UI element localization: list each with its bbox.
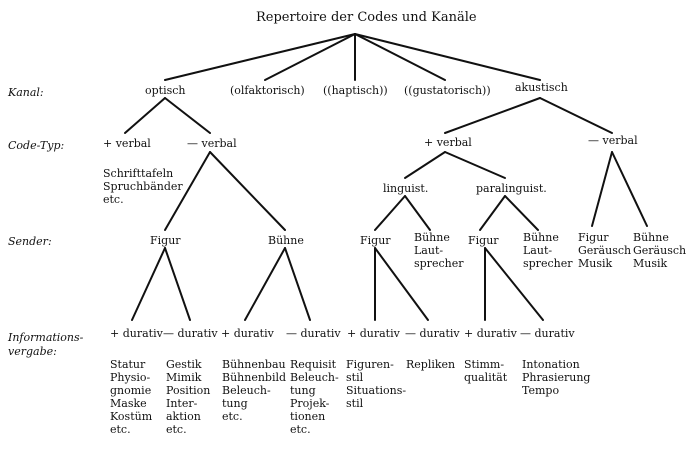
node-info-minus-durativ-3: — durativ [405,327,460,340]
node-info-minus-durativ-1: — durativ [163,327,218,340]
edge-parafigur-minus [484,247,544,321]
edge-akminus-figur [591,151,613,227]
node-opt-figur: Figur [150,234,181,247]
edge-linguist-buehne [404,195,431,231]
node-para-figur: Figur [468,234,499,247]
node-opt-plus-verbal: + verbal [103,137,151,150]
edge-root-olfaktorisch [264,33,356,81]
node-info-plus-durativ-1: + durativ [110,327,163,340]
diagram-title: Repertoire der Codes und Kanäle [256,10,477,25]
row-label-sender: Sender: [8,235,52,248]
node-ak-minus-verbal: — verbal [588,134,638,147]
node-info-minus-durativ-2: — durativ [286,327,341,340]
edge-optbuehne-minus [284,247,311,321]
edge-optfigur-plus [131,247,166,321]
node-olfaktorisch: (olfaktorisch) [230,84,305,97]
edge-linguist-figur [374,195,406,231]
node-info-plus-durativ-4: + durativ [464,327,517,340]
node-info-plus-durativ-3: + durativ [347,327,400,340]
node-paralinguist: paralinguist. [476,182,547,195]
node-info-minus-durativ-4: — durativ [520,327,575,340]
edge-optminus-buehne [209,151,286,231]
node-optisch: optisch [145,84,186,97]
leaf-ling-minus-durativ: Repliken [406,358,456,371]
edge-root-gustatorisch [354,33,446,81]
edge-akminus-buehne [611,151,648,227]
node-linguist: linguist. [383,182,429,195]
edge-optfigur-minus [164,247,191,321]
edge-root-akustisch [354,33,541,81]
node-ling-figur: Figur [360,234,391,247]
edge-lingfigur-minus [374,247,429,321]
node-gustatorisch: ((gustatorisch)) [404,84,491,97]
edge-optisch-plus [124,97,166,134]
node-ak-plus-verbal: + verbal [424,136,472,149]
edge-root-optisch [164,33,356,81]
node-opt-buehne: Bühne [268,234,304,247]
edge-akustisch-plus [444,97,541,134]
row-label-info-2: vergabe: [8,345,57,358]
leaf-para-plus-durativ: Stimm-qualität [464,358,508,384]
row-label-info-1: Informations- [8,331,84,344]
edge-optbuehne-plus [244,247,286,321]
edge-paralinguist-buehne [504,195,539,231]
edge-akplus-paralinguist [444,151,506,179]
edge-akplus-linguist [404,151,446,179]
node-haptisch: ((haptisch)) [323,84,388,97]
node-opt-minus-verbal: — verbal [187,137,237,150]
node-info-plus-durativ-2: + durativ [221,327,274,340]
row-label-code-typ: Code-Typ: [8,139,65,152]
edge-akustisch-minus [539,97,613,134]
edge-paralinguist-figur [479,195,506,231]
edge-optisch-minus [164,97,211,134]
row-label-kanal: Kanal: [8,86,44,99]
edge-optminus-figur [164,151,211,231]
node-akustisch: akustisch [515,81,568,94]
